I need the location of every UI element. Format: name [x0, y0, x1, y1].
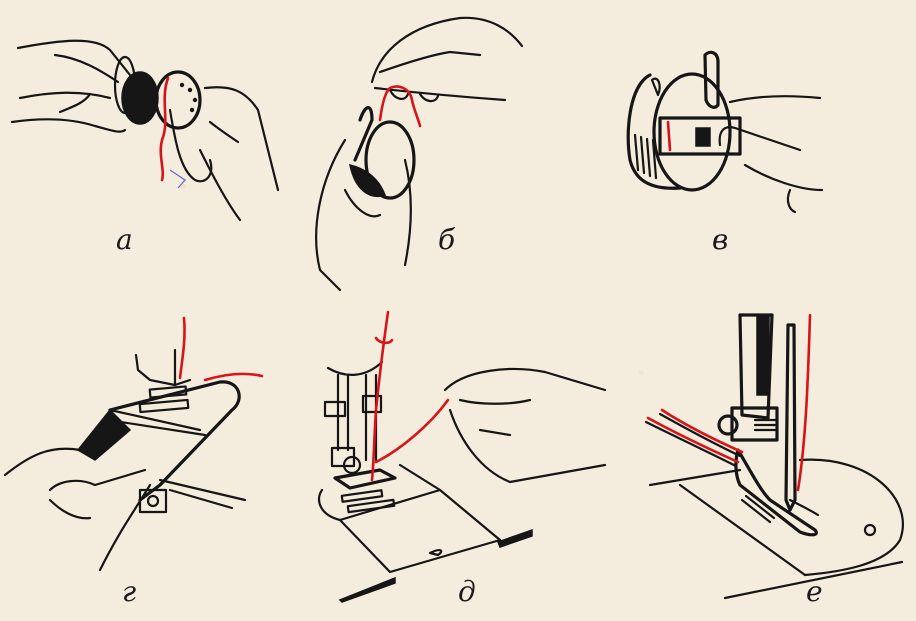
presser-foot-threads-illustration: [644, 313, 904, 600]
panel-d-label: д: [458, 575, 476, 608]
panel-g-label: г: [122, 575, 137, 608]
bobbin-insert-illustration: [10, 39, 280, 222]
panel-v-label: в: [712, 223, 729, 256]
panel-d: [300, 310, 620, 603]
panel-b-label: б: [438, 223, 456, 256]
panel-b: [300, 10, 540, 300]
panel-e: [640, 300, 916, 600]
panel-v: [610, 40, 840, 220]
panel-g: [0, 310, 270, 580]
panel-a: [0, 30, 290, 230]
bobbin-case-tension-illustration: [626, 50, 824, 214]
thread-pull-illustration: [315, 16, 524, 292]
bobbin-case-insert-machine-illustration: [3, 316, 264, 572]
panel-e-label: е: [806, 575, 823, 608]
draw-bobbin-thread-illustration: [317, 310, 607, 603]
panel-a-label: а: [116, 223, 133, 256]
